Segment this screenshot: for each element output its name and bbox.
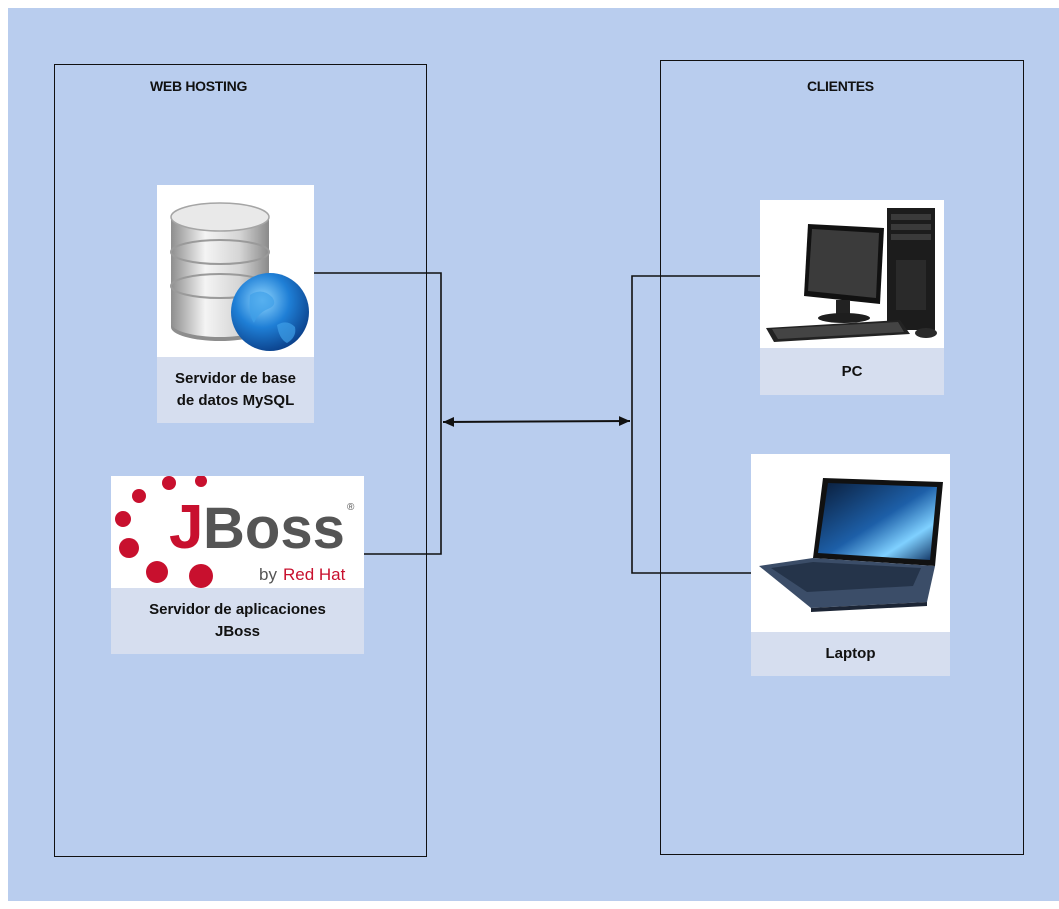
laptop-caption: Laptop bbox=[751, 632, 950, 676]
pc-node bbox=[760, 200, 944, 348]
jboss-logo-by: by bbox=[259, 565, 277, 584]
jboss-caption-line2: JBoss bbox=[214, 623, 261, 640]
jboss-logo-j: J bbox=[169, 493, 203, 562]
jboss-caption-line1: Servidor de aplicaciones bbox=[149, 601, 326, 618]
mysql-caption-line2: de datos MySQL bbox=[176, 392, 295, 409]
mysql-caption-line1: Servidor de base bbox=[175, 370, 296, 387]
jboss-logo-rest: Boss bbox=[203, 496, 345, 561]
mysql-link bbox=[314, 272, 442, 555]
jboss-logo: J Boss ® by Red Hat bbox=[115, 475, 355, 588]
mysql-server-caption: Servidor de base de datos MySQL bbox=[157, 357, 314, 423]
jboss-caption: Servidor de aplicaciones JBoss bbox=[111, 588, 364, 654]
pc-caption: PC bbox=[760, 348, 944, 395]
mysql-server-node bbox=[157, 185, 314, 357]
web-hosting-title: WEB HOSTING bbox=[150, 78, 248, 94]
clients-link bbox=[631, 275, 763, 574]
jboss-logo-redhat: Red Hat bbox=[283, 565, 346, 584]
bidirectional-arrow bbox=[442, 416, 631, 427]
web-hosting-group bbox=[54, 64, 427, 857]
jboss-node: J Boss ® by Red Hat bbox=[111, 475, 364, 588]
clientes-group bbox=[660, 60, 1024, 855]
database-globe-icon bbox=[170, 202, 309, 351]
desktop-computer-icon bbox=[766, 208, 937, 342]
jboss-registered-mark: ® bbox=[347, 502, 355, 513]
laptop-node bbox=[751, 454, 950, 632]
laptop-icon bbox=[759, 478, 943, 612]
clientes-title: CLIENTES bbox=[807, 78, 874, 94]
